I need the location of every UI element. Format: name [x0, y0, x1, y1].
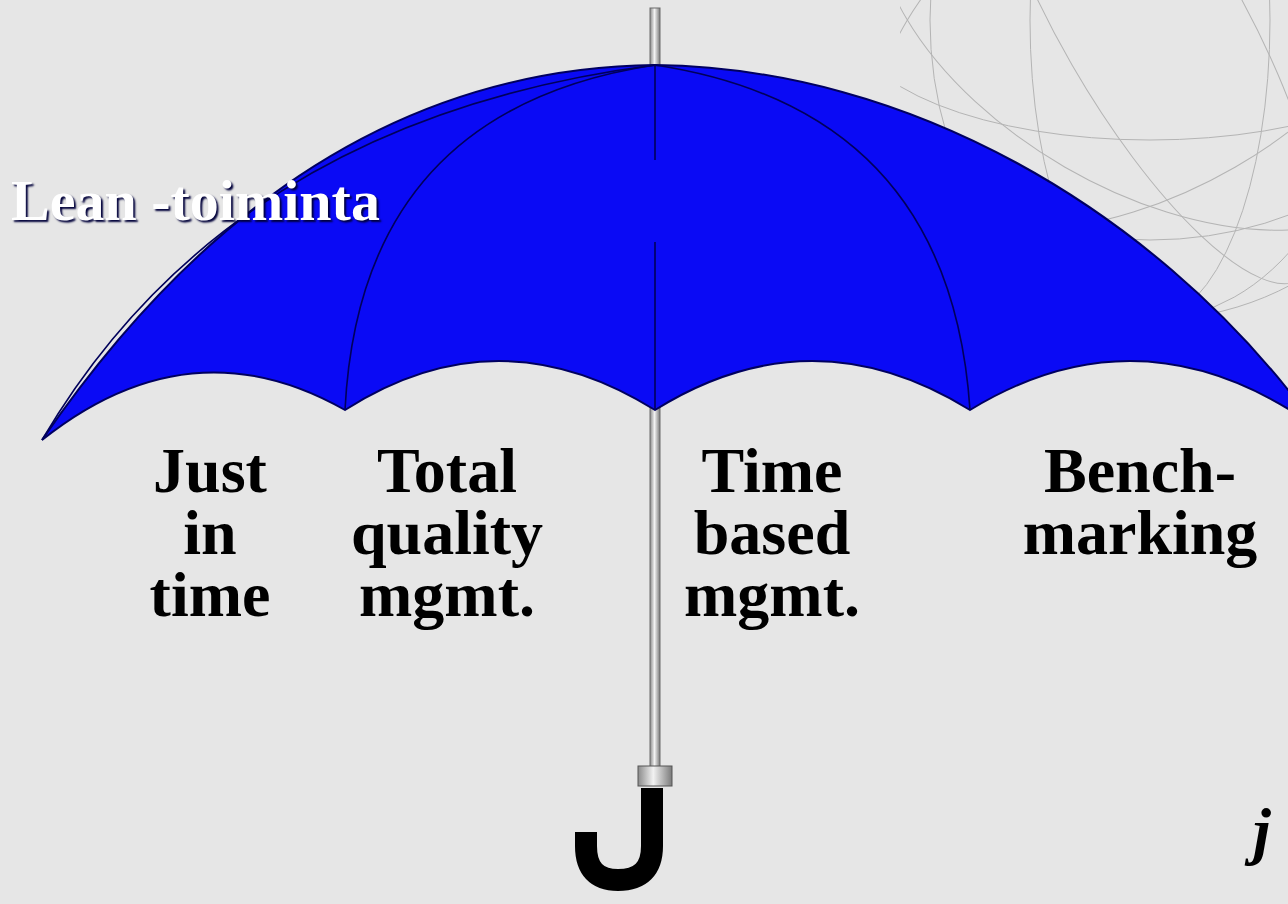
canopy-rib [345, 65, 655, 410]
canopy-rib [655, 65, 970, 410]
watermark-fragment: j [1253, 800, 1271, 862]
column-label: Time based mgmt. [684, 440, 860, 626]
column-label: Total quality mgmt. [351, 440, 543, 626]
canopy-rib [654, 65, 656, 160]
canopy-title: Lean -toiminta [11, 168, 380, 234]
handle-collar [638, 766, 672, 786]
column-label: Bench- marking [1023, 440, 1258, 564]
umbrella-canopy-node: Lean -toiminta [0, 0, 1288, 470]
canopy-rib [654, 242, 656, 410]
column-label: Just in time [150, 440, 271, 626]
canopy-rib [42, 65, 655, 440]
umbrella-canopy [0, 0, 1288, 470]
umbrella-handle [586, 788, 652, 880]
canopy-fabric [42, 65, 1288, 440]
